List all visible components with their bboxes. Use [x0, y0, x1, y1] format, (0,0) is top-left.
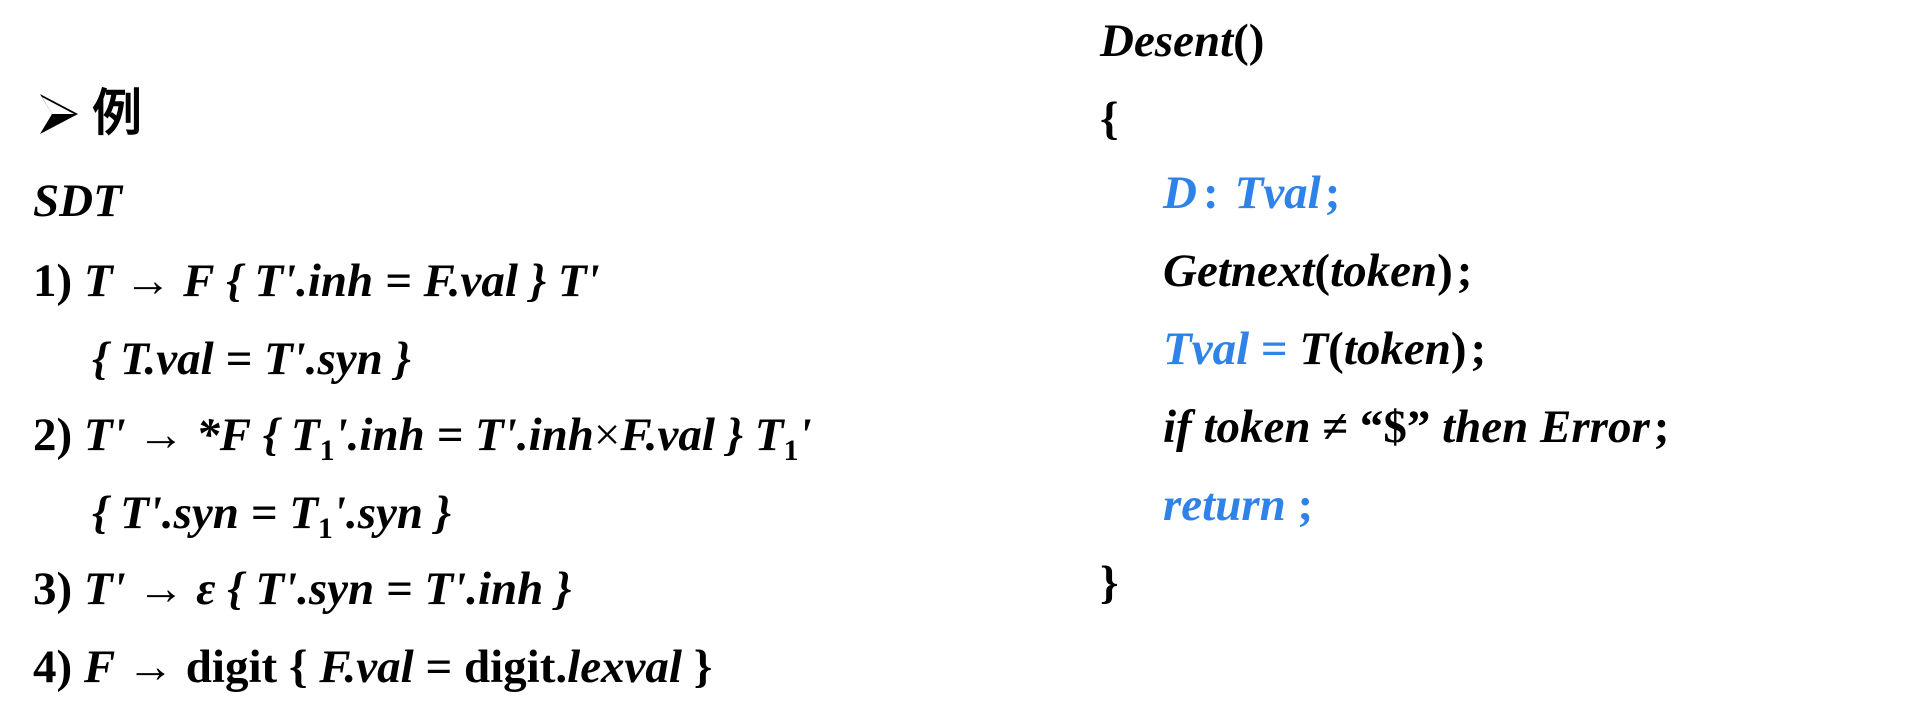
- rule-number: 4): [33, 641, 73, 693]
- rule-2-line-2: { T'.syn = T1'.syn }: [92, 487, 452, 545]
- rule-4: 4) F → digit { F.val = digit.lexval }: [33, 641, 713, 693]
- example-heading: 例: [92, 85, 142, 141]
- assign-line: Tval = T(token);: [1163, 323, 1487, 375]
- return-statement: return ;: [1163, 479, 1314, 531]
- semantic-action: { F.val = digit.lexval }: [288, 641, 713, 693]
- close-brace: }: [1100, 557, 1119, 609]
- function-signature: Desent(): [1100, 15, 1265, 67]
- rule-3: 3) T' → ε { T'.syn = T'.inh }: [33, 563, 572, 615]
- rule-number: 3): [33, 563, 73, 615]
- arrowhead-bullet-icon: [38, 92, 82, 136]
- declaration-line: D:Tval;: [1163, 167, 1341, 219]
- rule-1-line-2: { T.val = T'.syn }: [92, 333, 411, 385]
- rule-number: 1): [33, 255, 73, 307]
- open-brace: {: [1100, 93, 1119, 145]
- semantic-action: { T'.inh = F.val }: [226, 255, 547, 307]
- rule-number: 2): [33, 409, 73, 461]
- getnext-call: Getnext(token);: [1163, 245, 1473, 297]
- rule-1-line-1: 1) T → F { T'.inh = F.val } T': [33, 255, 600, 307]
- rule-2-line-1: 2) T' → *F { T1'.inh = T'.inh×F.val } T1…: [33, 409, 812, 467]
- semantic-action: { T'.syn = T'.inh }: [227, 563, 572, 615]
- if-statement: if token ≠ “$” then Error;: [1163, 401, 1670, 453]
- semantic-action: { T1'.inh = T'.inh×F.val }: [262, 409, 743, 467]
- sdt-label: SDT: [33, 175, 122, 227]
